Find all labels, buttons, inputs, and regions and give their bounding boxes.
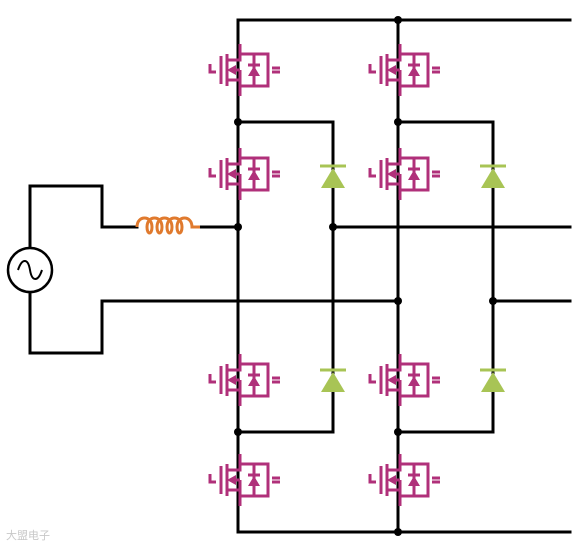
diode-icon xyxy=(478,164,508,190)
junction-node xyxy=(394,16,402,24)
junction-node xyxy=(394,528,402,536)
mosfet-icon xyxy=(368,352,442,408)
junction-node xyxy=(394,118,402,126)
ac-source-icon xyxy=(6,246,54,294)
mosfet-icon xyxy=(208,352,282,408)
junction-node xyxy=(234,223,242,231)
junction-node xyxy=(329,223,337,231)
junction-node xyxy=(234,118,242,126)
mosfet-icon xyxy=(368,42,442,98)
wires xyxy=(28,18,572,534)
watermark: 大盟电子 xyxy=(6,529,50,542)
diode-icon xyxy=(318,164,348,190)
mosfet-icon xyxy=(368,146,442,202)
junction-node xyxy=(489,297,497,305)
mosfets xyxy=(208,42,442,508)
junction-nodes xyxy=(234,16,497,536)
mosfet-icon xyxy=(368,452,442,508)
junction-node xyxy=(394,428,402,436)
diode-icon xyxy=(318,368,348,394)
mosfet-icon xyxy=(208,42,282,98)
mosfet-icon xyxy=(208,146,282,202)
junction-node xyxy=(234,428,242,436)
mosfet-icon xyxy=(208,452,282,508)
junction-node xyxy=(394,297,402,305)
diode-icon xyxy=(478,368,508,394)
diodes xyxy=(318,164,508,394)
inductor-icon xyxy=(135,216,200,235)
